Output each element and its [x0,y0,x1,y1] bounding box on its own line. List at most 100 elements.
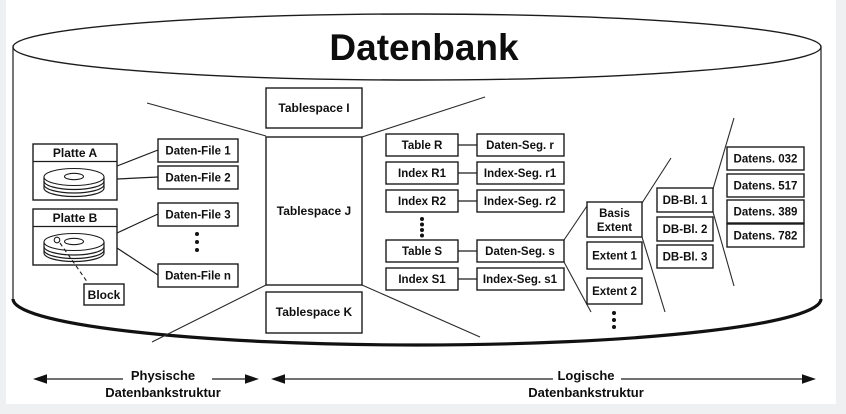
fan-line [563,202,590,241]
disk-block-marker [53,236,61,244]
data-file-label: Daten-File 1 [165,146,231,158]
segment-box [476,161,565,185]
db-block-box [656,216,714,242]
fan-line [146,102,267,137]
arrowhead-left [271,374,285,384]
logical-legend-line2: Datenbankstruktur [528,385,644,400]
db-object-box [385,133,459,157]
ellipsis-dot [612,311,616,315]
db-object-label: Table S [402,246,442,258]
db-block-box [656,244,714,269]
fan-line [712,117,735,190]
basis-extent-box [586,201,643,238]
data-file-column: Daten-File 1 Daten-File 2 Daten-File 3 D… [116,138,239,288]
segment-box [476,239,565,263]
expansion-lines [146,96,735,343]
db-object-label: Index R1 [398,168,447,180]
record-label: Datens. 517 [734,181,798,193]
tablespace-column: Tablespace I Tablespace J Tablespace K [265,87,363,334]
disk-rim [43,249,105,260]
ellipsis-dot [420,222,424,227]
db-object-box [385,189,459,213]
disk-b-group: Platte B [32,208,118,284]
disk-b-icon [43,232,105,263]
fan-line [641,236,666,313]
block-box [83,283,125,306]
fan-line [151,284,267,343]
extent-label: Extent 2 [592,286,637,298]
cylinder-top-ellipse [12,13,822,81]
record-label: Datens. 032 [734,154,798,166]
physical-legend-line2: Datenbankstruktur [105,385,221,400]
segment-label: Daten-Seg. s [485,246,555,258]
logical-structure-legend: Logische Datenbankstruktur [271,368,816,400]
tablespace-box [265,87,363,129]
fan-line [641,157,672,204]
record-box [726,173,805,198]
db-object-box [385,239,459,263]
tablespace-box [265,136,363,286]
ellipsis-dot [195,248,199,252]
db-object-label: Table R [402,140,443,152]
fan-line [361,284,481,338]
arrowhead-right [802,374,816,384]
basis-extent-label-line1: Basis [599,208,630,220]
record-box [726,199,805,224]
db-object-label: Index R2 [398,196,446,208]
db-block-column: DB-Bl. 1 DB-Bl. 2 DB-Bl. 3 [656,187,714,269]
ellipsis-dot [612,325,616,329]
record-label: Datens. 389 [734,207,798,219]
disk-a-label: Platte A [53,146,98,160]
cylinder-bottom-arc [11,298,823,347]
record-box [726,223,805,248]
db-block-label: DB-Bl. 2 [663,224,708,236]
segment-label: Daten-Seg. r [486,140,554,152]
db-block-label: DB-Bl. 3 [663,252,708,264]
fan-line [712,211,735,287]
physical-structure-legend: Physische Datenbankstruktur [33,368,259,400]
fan-line [361,96,486,138]
data-file-label: Daten-File 2 [165,173,230,185]
data-file-box [157,165,239,190]
extent-label: Extent 1 [592,251,637,263]
extent-box [586,277,643,305]
ellipsis-dot [195,240,199,244]
disk-b-label: Platte B [53,211,98,225]
data-file-label: Daten-File 3 [165,210,230,222]
segment-mapping-group: Table R Daten-Seg. r Index R1 Index-Seg.… [385,133,565,291]
db-block-box [656,187,714,213]
tablespace-box [265,291,363,334]
disk-file-connector [116,247,159,276]
diagram-title: Datenbank [329,27,519,68]
record-label: Datens. 782 [734,231,798,243]
disk-a-group: Platte A [32,143,118,201]
record-column: Datens. 032 Datens. 517 Datens. 389 Date… [726,146,805,248]
segment-box [476,189,565,213]
disk-file-connector [116,176,159,180]
ellipsis-dot [195,232,199,236]
tablespace-label: Tablespace K [276,305,353,319]
disk-spindle-hole [63,172,85,181]
ellipsis-dot [612,318,616,322]
data-file-box [157,202,239,227]
extent-column: Basis Extent Extent 1 Extent 2 [586,201,643,329]
logical-legend-line1: Logische [557,368,614,383]
segment-label: Index-Seg. s1 [483,274,558,286]
extent-box [586,241,643,270]
disk-a-icon [43,167,105,198]
data-file-label: Daten-File n [165,271,231,283]
segment-label: Index-Seg. r2 [484,196,556,208]
db-object-box [385,161,459,185]
disk-bottom-rim [43,252,105,263]
db-block-label: DB-Bl. 1 [663,195,708,207]
ellipsis-dot [420,217,424,221]
database-cylinder: Datenbank [11,13,823,347]
data-file-box [157,263,239,288]
disk-bottom-rim [43,187,105,198]
db-object-box [385,267,459,291]
arrowhead-right [245,374,259,384]
block-pointer-dashed-line [59,242,89,284]
record-box [726,146,805,171]
